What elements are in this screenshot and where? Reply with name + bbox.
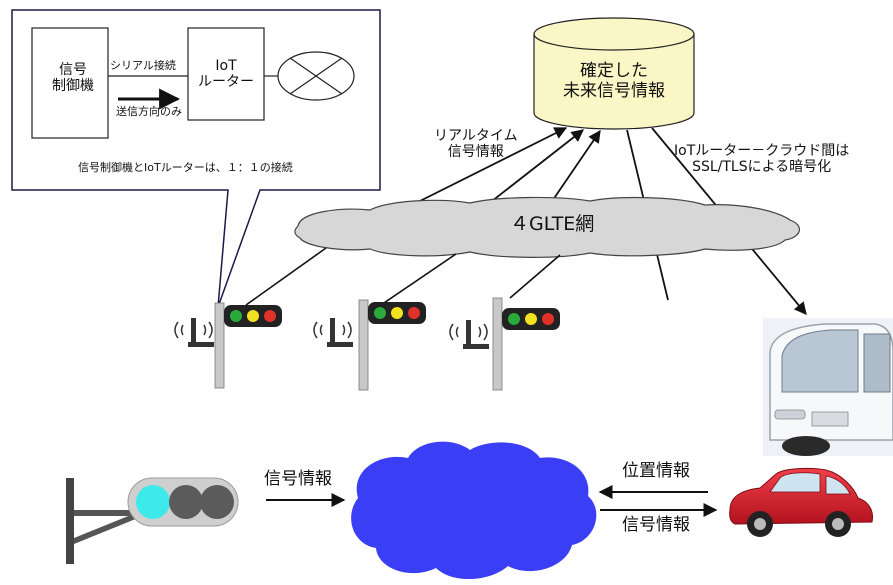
uplink-arrow-2 xyxy=(477,129,584,213)
router-label: IoT ルーター xyxy=(198,58,254,91)
signal-info-left-label: 信号情報 xyxy=(264,469,332,489)
router-box xyxy=(187,27,265,121)
uplink-arrow-1 xyxy=(399,127,568,212)
lte-cloud xyxy=(294,196,801,258)
autonomous-shuttle xyxy=(763,318,893,456)
red-car xyxy=(729,467,873,537)
encryption-label: IoTルーター－クラウド間は SSL/TLSによる暗号化 xyxy=(674,143,850,176)
traffic-pole-2 xyxy=(313,299,426,391)
blue-cloud xyxy=(351,441,597,580)
database-cylinder xyxy=(533,17,695,130)
controller-box xyxy=(31,27,109,139)
callout-footnote: 信号制御機とIoTルーターは、１：１の接続 xyxy=(78,161,293,174)
signal-info-right-label: 信号情報 xyxy=(622,515,690,535)
lte-network-label: ４GLTE網 xyxy=(510,213,595,235)
controller-label: 信号 制御機 xyxy=(52,62,94,95)
bottom-traffic-light xyxy=(66,477,239,564)
realtime-signal-label: リアルタイム 信号情報 xyxy=(434,128,518,161)
traffic-pole-1 xyxy=(174,302,282,389)
database-label: 確定した 未来信号情報 xyxy=(563,61,665,101)
traffic-pole-3 xyxy=(449,297,560,391)
serial-connection-label: シリアル接続 xyxy=(110,59,176,72)
one-way-label: 送信方向のみ xyxy=(116,105,182,118)
position-info-label: 位置情報 xyxy=(622,461,690,481)
